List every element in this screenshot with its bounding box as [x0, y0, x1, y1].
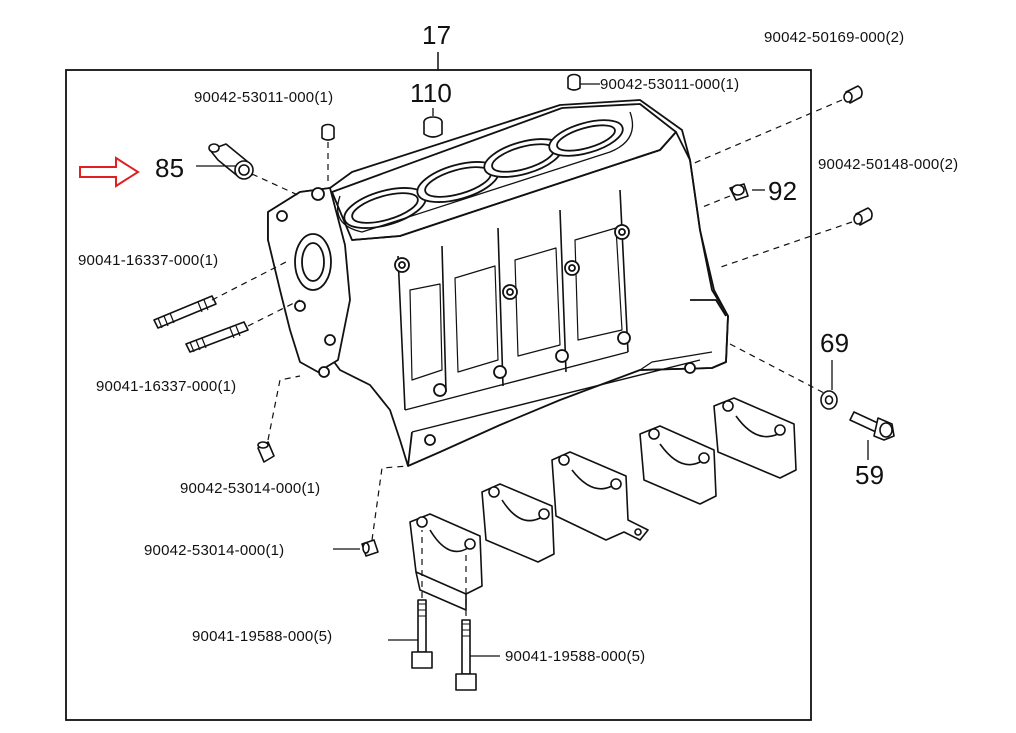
- plug-92: [729, 183, 749, 201]
- pin-50169: [843, 85, 863, 104]
- dashed-assembly-lines: [211, 99, 853, 616]
- part-number-label: 90042-53011-000(1): [600, 76, 740, 93]
- part-number-label: 90042-53011-000(1): [194, 89, 334, 106]
- bearing-cap-2: [481, 483, 555, 563]
- plug-110: [423, 116, 443, 138]
- part-number-label: 90041-19588-000(5): [192, 628, 333, 645]
- callout-110: 110: [410, 78, 453, 108]
- part-number-label: 90041-19588-000(5): [505, 648, 646, 665]
- plug-53011-left: [321, 123, 335, 141]
- part-number-label: 90042-50148-000(2): [818, 156, 959, 173]
- bearing-cap-1: [409, 513, 483, 611]
- callout-69: 69: [820, 328, 850, 358]
- dowel-53014-upper: [257, 441, 275, 463]
- callout-17: 17: [422, 20, 452, 50]
- callout-59: 59: [855, 460, 885, 490]
- pin-50148: [853, 207, 873, 226]
- washer-69: [820, 390, 838, 410]
- bearing-cap-4: [639, 425, 717, 505]
- part-number-label: 90041-16337-000(1): [78, 252, 219, 269]
- bearing-bolt-left: [411, 599, 433, 669]
- part-number-label: 90042-50169-000(2): [764, 29, 905, 46]
- bearing-cap-3: [551, 451, 649, 541]
- plug-53011-right: [567, 73, 581, 91]
- bearing-cap-5: [713, 397, 797, 479]
- part-number-label: 90041-16337-000(1): [96, 378, 237, 395]
- stud-upper: [153, 295, 217, 329]
- callout-85: 85: [155, 153, 185, 183]
- cylinder-block: [267, 99, 729, 467]
- fitting-85: [208, 143, 254, 180]
- dowel-53014-lower: [361, 539, 379, 557]
- bearing-bolt-right: [455, 619, 477, 691]
- part-number-label: 90042-53014-000(1): [180, 480, 321, 497]
- stud-lower: [185, 321, 249, 353]
- part-number-label: 90042-53014-000(1): [144, 542, 285, 559]
- highlight-arrow: [79, 156, 140, 188]
- callout-92: 92: [768, 176, 798, 206]
- leader-lines: [196, 83, 869, 657]
- bolt-59: [849, 411, 895, 441]
